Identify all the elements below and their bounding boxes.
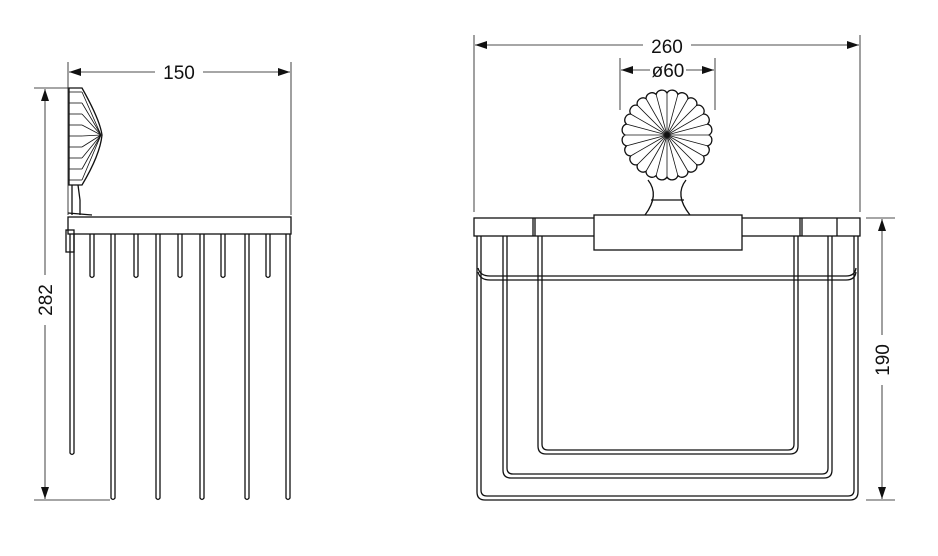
dimension-190: 190 (866, 217, 895, 501)
side-knob (67, 87, 103, 216)
knob-rib (666, 134, 679, 176)
knob-rib (645, 134, 668, 172)
side-top-rail (67, 216, 292, 235)
front-knob (621, 89, 713, 216)
knob-rib (637, 105, 668, 136)
rib (81, 91, 102, 136)
rib (81, 134, 102, 137)
side-wires (69, 234, 291, 501)
wire (110, 234, 116, 501)
wire (199, 234, 205, 501)
knob-rib (666, 134, 708, 147)
wire (285, 234, 291, 501)
knob-rib (626, 123, 668, 136)
wire (155, 234, 161, 501)
knob-rib (666, 113, 704, 136)
side-view (65, 87, 292, 501)
towel-frames (476, 236, 859, 501)
dimension-150: 150 (67, 62, 292, 215)
knob-rib (626, 134, 668, 147)
mounting-block (593, 214, 743, 251)
knob-rib (655, 134, 668, 176)
wire (89, 234, 95, 279)
knob-rib (655, 94, 668, 136)
dimension-label-190: 190 (873, 344, 894, 376)
wire (133, 234, 139, 279)
wire (69, 234, 75, 456)
knob-rib (666, 134, 697, 165)
dimension-diameter-60: ø60 (619, 58, 716, 110)
knob-rib (630, 134, 668, 157)
wire (265, 234, 271, 279)
wire (177, 234, 183, 279)
rib (81, 134, 102, 148)
rib (81, 134, 102, 159)
dimension-label-260: 260 (651, 37, 683, 58)
rib (81, 124, 102, 136)
knob-rib (666, 134, 689, 172)
knob-rib (666, 94, 679, 136)
wire (220, 234, 226, 279)
rib (81, 102, 102, 136)
dimension-label-282: 282 (36, 284, 57, 316)
front-view (473, 89, 861, 501)
knob-rib (666, 123, 708, 136)
dimension-label-150: 150 (163, 63, 195, 84)
knob-rib (630, 113, 668, 136)
knob-rib (645, 98, 668, 136)
wire (244, 234, 250, 501)
knob-rib (666, 98, 689, 136)
dimension-label-diameter-60: ø60 (652, 61, 685, 82)
rib (81, 113, 102, 136)
dimension-282: 282 (34, 87, 110, 501)
rib (81, 134, 102, 170)
dimension-260: 260 (473, 35, 861, 212)
knob-rib (666, 134, 704, 157)
knob-rib (637, 134, 668, 165)
rib (81, 134, 102, 181)
knob-center (664, 132, 670, 138)
knob-rib (666, 105, 697, 136)
